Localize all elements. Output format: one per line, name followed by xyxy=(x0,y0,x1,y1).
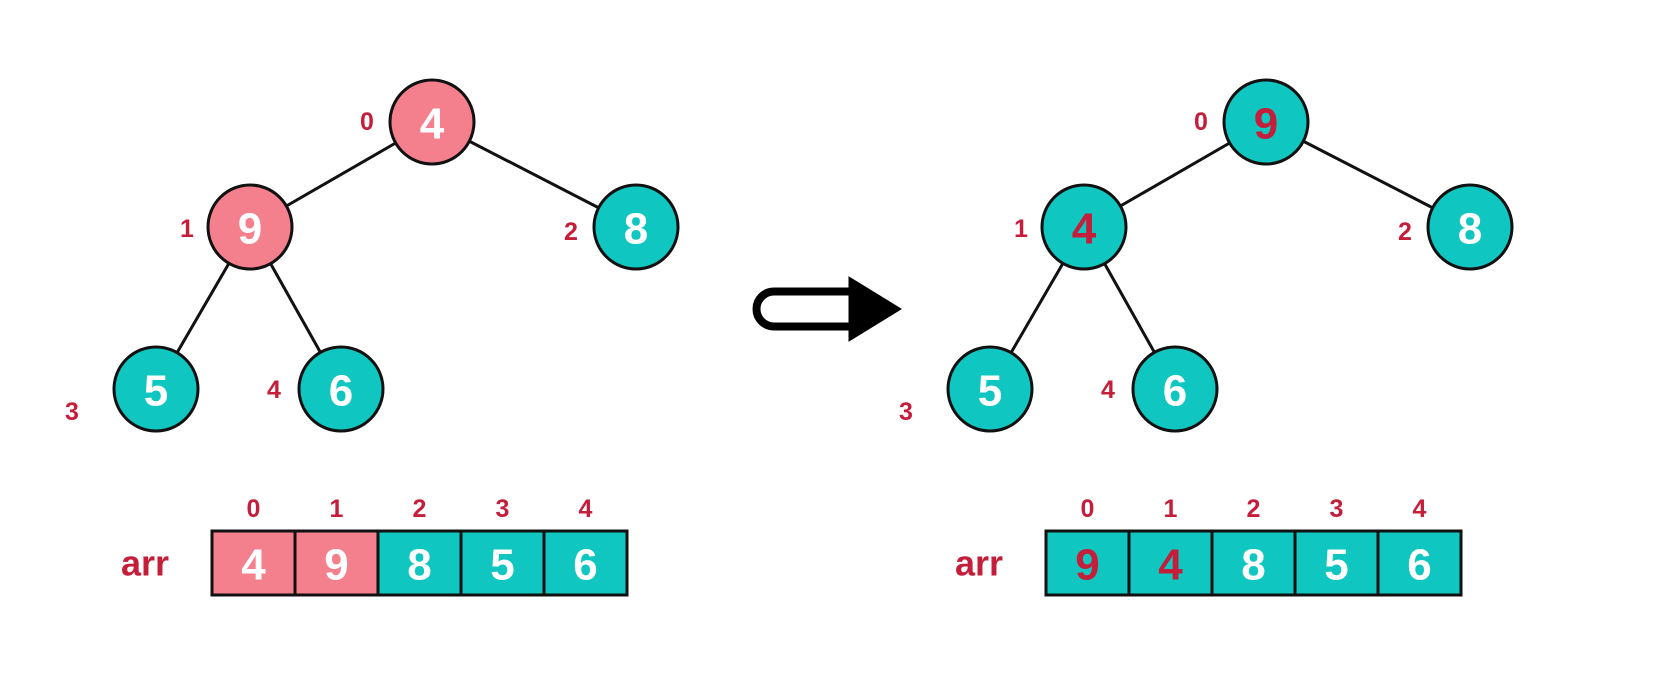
node-index-label-2: 2 xyxy=(1398,218,1412,246)
node-value-1: 9 xyxy=(238,205,262,254)
node-circle-1[interactable] xyxy=(1040,183,1128,271)
node-value-4: 6 xyxy=(329,367,353,416)
array-cell-value-1: 9 xyxy=(324,541,348,590)
tree-node-index-4[interactable]: 6 xyxy=(297,345,385,433)
array-cell-2[interactable] xyxy=(1210,529,1297,597)
array-index-label-4: 4 xyxy=(579,495,593,523)
node-circle-2[interactable] xyxy=(1426,183,1514,271)
array-cell-value-4: 6 xyxy=(573,541,597,590)
node-circle-3[interactable] xyxy=(946,345,1034,433)
arrow-shaft xyxy=(752,287,850,331)
array-cell-value-4: 6 xyxy=(1407,541,1431,590)
array-index-label-2: 2 xyxy=(1247,495,1261,523)
array-index-label-4: 4 xyxy=(1413,495,1427,523)
array-index-label-2: 2 xyxy=(413,495,427,523)
array-cell-value-2: 8 xyxy=(1241,541,1265,590)
right-panel-after-swap: 9 0 4 1 8 2 5 3 6 4 arr 0 9 1 4 2 8 3 5 4 6 xyxy=(899,78,1514,597)
array-cell-4[interactable] xyxy=(542,529,629,597)
node-index-label-3: 3 xyxy=(899,398,913,426)
array-cell-value-0: 4 xyxy=(241,541,266,590)
right-array: arr 0 9 1 4 2 8 3 5 4 6 xyxy=(955,495,1463,597)
array-cell-value-1: 4 xyxy=(1158,541,1183,590)
array-cell-1[interactable] xyxy=(293,529,380,597)
array-cell-0[interactable] xyxy=(210,529,297,597)
tree-node-index-2[interactable]: 8 xyxy=(1426,183,1514,271)
node-value-0: 4 xyxy=(420,100,445,149)
node-index-label-2: 2 xyxy=(564,218,578,246)
array-index-label-3: 3 xyxy=(1330,495,1344,523)
tree-node-index-0[interactable]: 4 xyxy=(388,78,476,166)
array-cell-2[interactable] xyxy=(376,529,463,597)
tree-edge-9-to-6 xyxy=(268,262,323,354)
arrow-head-icon xyxy=(848,276,902,342)
array-cell-3[interactable] xyxy=(1293,529,1380,597)
node-index-label-4: 4 xyxy=(1101,376,1115,404)
array-cell-1[interactable] xyxy=(1127,529,1214,597)
array-cell-4[interactable] xyxy=(1376,529,1463,597)
tree-node-index-0[interactable]: 9 xyxy=(1222,78,1310,166)
array-index-label-1: 1 xyxy=(330,495,344,523)
array-index-label-0: 0 xyxy=(247,495,261,523)
node-index-label-1: 1 xyxy=(1014,215,1028,243)
node-index-label-4: 4 xyxy=(267,376,281,404)
array-cell-value-0: 9 xyxy=(1075,541,1099,590)
left-tree-edges xyxy=(175,139,601,355)
tree-edge-9-to-5 xyxy=(175,261,231,355)
array-cell-value-2: 8 xyxy=(407,541,431,590)
node-value-4: 6 xyxy=(1163,367,1187,416)
node-value-0: 9 xyxy=(1254,100,1278,149)
node-circle-1[interactable] xyxy=(206,183,294,271)
tree-node-index-1[interactable]: 9 xyxy=(206,183,294,271)
node-value-2: 8 xyxy=(624,205,648,254)
node-value-3: 5 xyxy=(144,367,168,416)
node-value-3: 5 xyxy=(978,367,1002,416)
tree-edge-4-to-5 xyxy=(1009,261,1065,355)
node-circle-4[interactable] xyxy=(1131,345,1219,433)
tree-edge-9-to-4 xyxy=(1118,141,1232,208)
node-circle-2[interactable] xyxy=(592,183,680,271)
left-array: arr 0 4 1 9 2 8 3 5 4 6 xyxy=(121,495,629,597)
array-cell-value-3: 5 xyxy=(1324,541,1348,590)
right-tree-edges xyxy=(1009,139,1435,355)
node-index-label-0: 0 xyxy=(1194,108,1208,136)
array-name-label: arr xyxy=(955,543,1003,584)
tree-edge-4-to-9 xyxy=(284,141,398,208)
node-index-label-1: 1 xyxy=(180,215,194,243)
node-circle-3[interactable] xyxy=(112,345,200,433)
node-circle-0[interactable] xyxy=(388,78,476,166)
array-index-label-3: 3 xyxy=(496,495,510,523)
node-value-1: 4 xyxy=(1072,205,1097,254)
array-cell-value-3: 5 xyxy=(490,541,514,590)
node-value-2: 8 xyxy=(1458,205,1482,254)
tree-edge-4-to-8 xyxy=(467,139,601,210)
tree-node-index-1[interactable]: 4 xyxy=(1040,183,1128,271)
node-index-label-3: 3 xyxy=(65,398,79,426)
node-index-label-0: 0 xyxy=(360,108,374,136)
tree-edge-4-to-6 xyxy=(1102,262,1157,354)
tree-node-index-3[interactable]: 5 xyxy=(946,345,1034,433)
tree-node-index-4[interactable]: 6 xyxy=(1131,345,1219,433)
tree-node-index-2[interactable]: 8 xyxy=(592,183,680,271)
array-index-label-1: 1 xyxy=(1164,495,1178,523)
node-circle-0[interactable] xyxy=(1222,78,1310,166)
right-tree-nodes: 9 0 4 1 8 2 5 3 6 4 xyxy=(899,78,1514,433)
node-circle-4[interactable] xyxy=(297,345,385,433)
array-index-label-0: 0 xyxy=(1081,495,1095,523)
tree-node-index-3[interactable]: 5 xyxy=(112,345,200,433)
array-name-label: arr xyxy=(121,543,169,584)
tree-edge-9-to-8 xyxy=(1301,139,1435,210)
transform-arrow xyxy=(752,276,902,342)
